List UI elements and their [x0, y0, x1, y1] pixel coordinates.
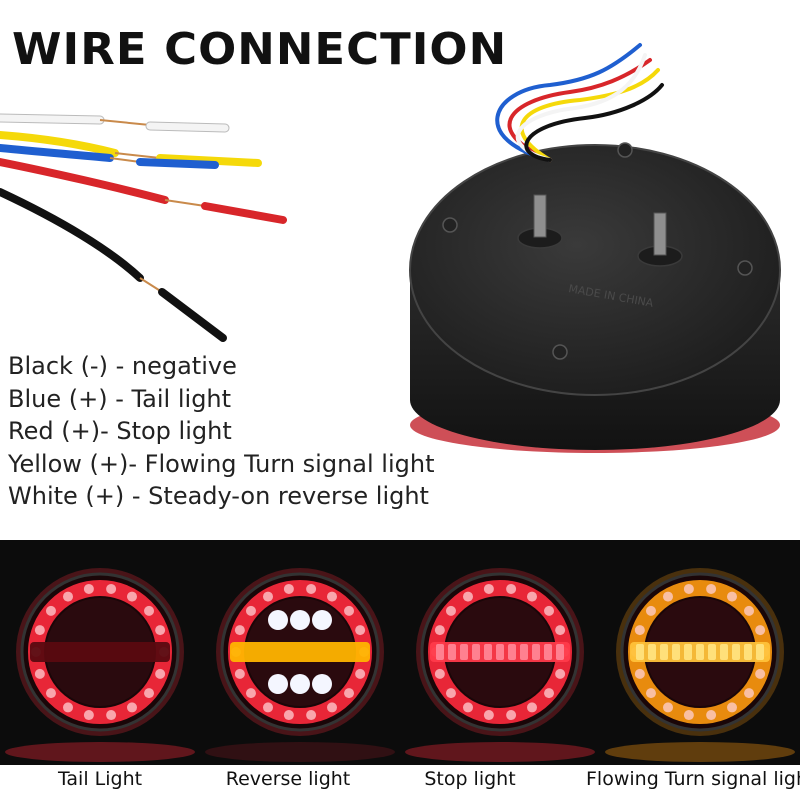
legend-item-white: White (+) - Steady-on reverse light	[8, 482, 429, 510]
wire-legend: Black (-) - negative Blue (+) - Tail lig…	[8, 350, 435, 513]
mode-panel-turn	[600, 540, 800, 765]
lamp-reverse-icon	[205, 568, 395, 762]
wire-bundle	[495, 43, 664, 162]
mode-panel-tail	[0, 540, 200, 765]
yellow-wire	[0, 131, 262, 167]
light-modes-strip	[0, 540, 800, 765]
lamp-stop-icon	[405, 568, 595, 762]
blue-wire	[0, 144, 219, 169]
legend-item-yellow: Yellow (+)- Flowing Turn signal light	[8, 449, 435, 478]
lamp-turn-icon	[605, 568, 795, 762]
lamp-tail-icon	[5, 568, 195, 762]
legend-item-red: Red (+)- Stop light	[8, 417, 232, 445]
lamp-housing-rear: MADE IN CHINA	[409, 43, 781, 453]
red-wire	[0, 158, 287, 224]
page-title: WIRE CONNECTION	[12, 24, 508, 75]
mode-panel-reverse	[200, 540, 400, 765]
caption-reverse-light: Reverse light	[225, 768, 351, 790]
white-wire	[0, 113, 230, 133]
caption-turn-signal-light: Flowing Turn signal light	[586, 768, 800, 790]
black-wire	[0, 188, 227, 342]
legend-item-black: Black (-) - negative	[8, 352, 237, 380]
wire-illustration	[0, 113, 287, 342]
caption-stop-light: Stop light	[424, 768, 516, 790]
caption-tail-light: Tail Light	[57, 768, 143, 790]
mode-panel-stop	[400, 540, 600, 765]
legend-item-blue: Blue (+) - Tail light	[8, 384, 232, 413]
